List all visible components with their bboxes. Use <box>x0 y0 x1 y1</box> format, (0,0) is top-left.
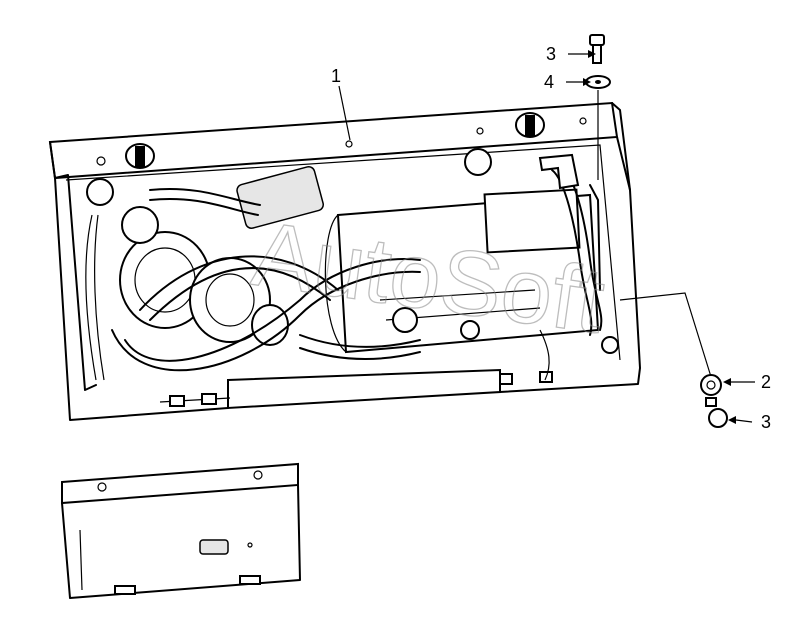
knob-right <box>515 112 545 138</box>
callout-3-top: 3 <box>546 44 556 64</box>
washer-bottom <box>700 374 722 396</box>
nut-bottom <box>705 397 728 428</box>
knob-left <box>125 143 155 169</box>
bolt-top <box>589 34 605 64</box>
leader-to-bottom-parts <box>619 292 713 381</box>
callout-leaders <box>338 50 755 424</box>
callout-3-bottom: 3 <box>761 412 771 432</box>
coolant-hoses <box>85 153 603 381</box>
pump-assembly <box>119 165 480 346</box>
callout-2: 2 <box>761 372 771 392</box>
callout-4: 4 <box>544 72 554 92</box>
housing-panel <box>48 101 641 421</box>
callout-1: 1 <box>331 66 341 86</box>
cover-tray <box>61 462 301 599</box>
